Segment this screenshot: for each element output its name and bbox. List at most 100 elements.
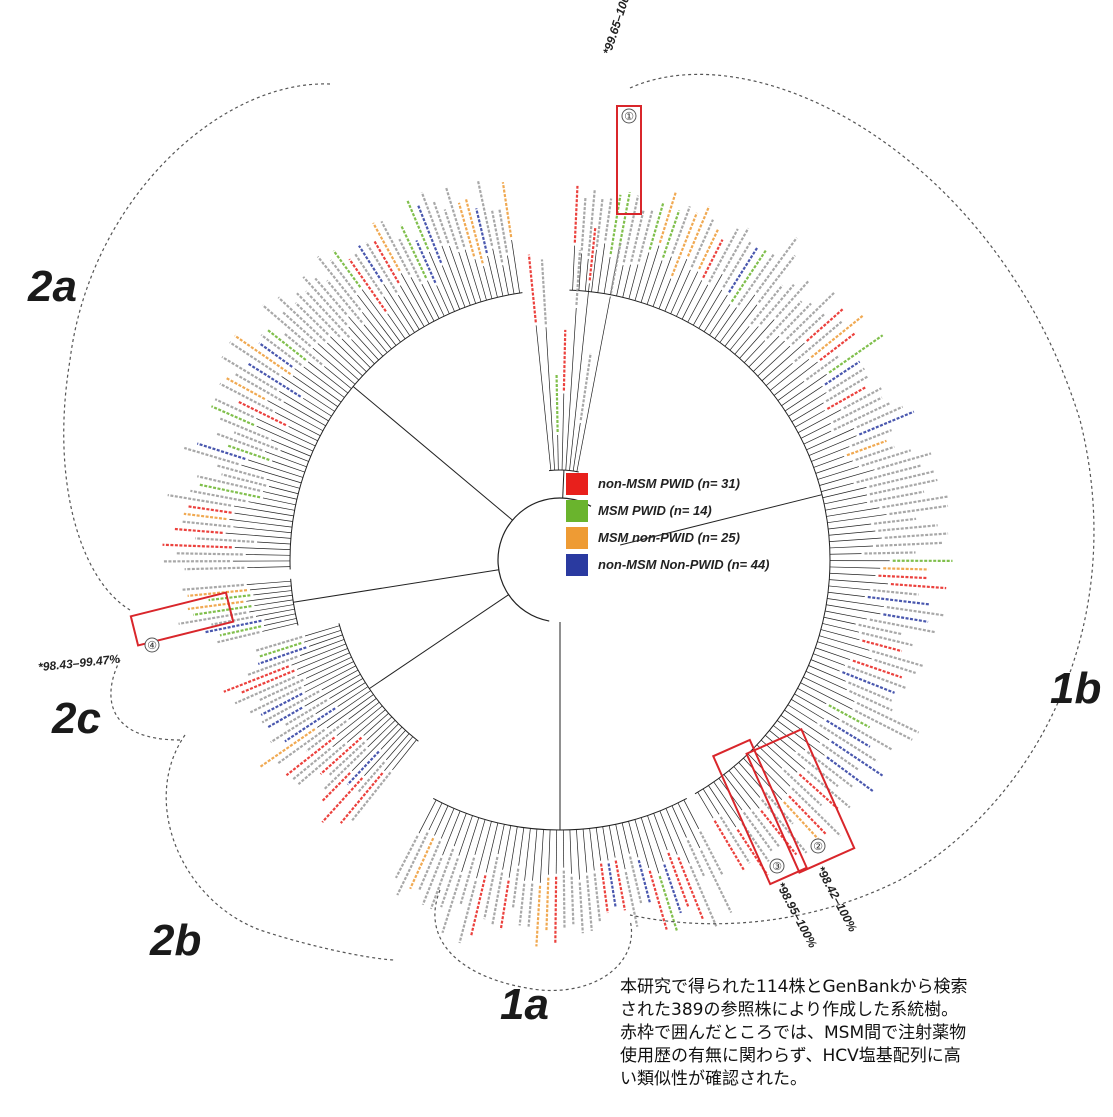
branch	[757, 345, 791, 377]
branch	[576, 296, 611, 472]
tip-label	[677, 857, 705, 921]
clade-2a-outline	[63, 83, 331, 611]
branch	[829, 545, 874, 549]
branch	[268, 486, 299, 495]
branch	[351, 339, 375, 365]
branch	[474, 259, 487, 301]
tip-label	[599, 863, 609, 914]
tip-label	[751, 811, 781, 848]
branch	[458, 251, 477, 304]
tip-label	[562, 329, 567, 391]
branch	[747, 753, 788, 795]
branch	[765, 362, 793, 386]
branch	[474, 819, 486, 855]
branch	[813, 653, 846, 666]
tip-label	[805, 354, 840, 381]
tip-label	[670, 212, 698, 277]
branch	[671, 805, 687, 838]
branch	[820, 629, 860, 641]
tip-label	[609, 242, 622, 294]
branch	[305, 656, 352, 679]
branch	[765, 735, 806, 770]
branch-arc	[290, 578, 299, 626]
highlight-box-4	[129, 591, 235, 647]
branch	[272, 460, 305, 473]
tip-label	[259, 728, 316, 768]
branch	[824, 494, 867, 505]
branch	[304, 674, 361, 707]
tip-label	[190, 489, 246, 503]
branch	[677, 802, 701, 849]
branch	[733, 766, 761, 798]
branch	[233, 526, 292, 534]
branch	[653, 813, 668, 851]
branch	[293, 569, 499, 603]
branch	[828, 585, 871, 591]
tip-label	[689, 865, 718, 927]
tip-label	[187, 589, 248, 597]
tip-label	[828, 334, 884, 374]
tip-label	[255, 635, 303, 652]
highlight-box-1	[616, 105, 642, 215]
tip-label	[221, 473, 267, 487]
tip-label	[266, 328, 307, 361]
tip-label	[629, 856, 643, 904]
branch	[788, 392, 827, 417]
branch	[279, 391, 329, 422]
tip-label	[882, 495, 950, 509]
tip-label	[302, 276, 348, 326]
tip-label	[445, 187, 466, 248]
tip-label	[432, 201, 450, 244]
tip-label	[760, 799, 808, 854]
branch	[367, 720, 396, 748]
tip-label	[869, 490, 925, 503]
tip-label	[764, 791, 794, 825]
tip-label	[326, 279, 363, 324]
figure-caption: 本研究で得られた114株とGenBankから検索 された389の参照株により作成…	[620, 976, 1100, 1091]
tip-label	[851, 429, 892, 447]
tip-label	[846, 439, 887, 457]
tip-label	[346, 750, 380, 786]
branch	[449, 245, 471, 306]
tip-label	[766, 300, 803, 340]
branch	[387, 313, 406, 340]
tip-label	[854, 709, 913, 741]
branch	[264, 613, 296, 621]
tip-label	[713, 820, 746, 872]
branch	[421, 284, 440, 319]
branch	[241, 464, 302, 484]
tip-label	[819, 724, 878, 763]
branch	[292, 375, 338, 407]
branch	[576, 829, 580, 880]
tip-label	[183, 446, 239, 466]
branch	[384, 736, 414, 771]
branch	[337, 686, 369, 707]
tip-label	[511, 868, 520, 909]
tip-label	[328, 741, 366, 776]
branch	[608, 825, 616, 858]
tip-label	[214, 398, 255, 419]
branch	[791, 402, 824, 422]
tip-label	[518, 883, 526, 926]
branch	[262, 491, 297, 500]
tip-label	[184, 566, 245, 571]
branch	[274, 412, 321, 437]
branch	[434, 805, 449, 836]
branch-arc	[569, 289, 831, 795]
tip-label	[806, 308, 844, 342]
branch-arc	[289, 292, 523, 570]
branch	[659, 810, 678, 855]
clade-1b-outline	[629, 73, 1095, 925]
tip-label	[319, 736, 363, 775]
tip-label	[862, 639, 903, 653]
tip-label	[499, 880, 510, 930]
tip-label	[826, 385, 868, 410]
tip-label	[575, 250, 582, 306]
branch	[800, 682, 853, 710]
tip-label	[841, 720, 893, 751]
branch	[815, 460, 853, 474]
branch	[253, 590, 292, 596]
branch	[569, 829, 572, 874]
branch	[615, 824, 626, 870]
branch	[304, 665, 356, 693]
